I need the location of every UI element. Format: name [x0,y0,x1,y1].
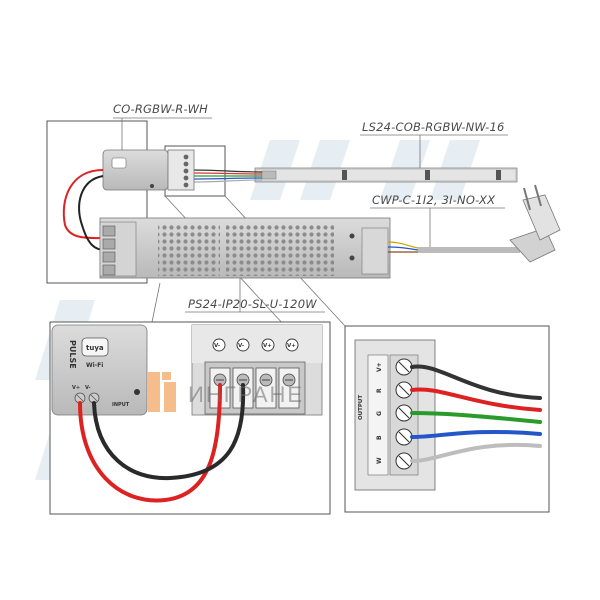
output-title: OUTPUT [358,395,364,420]
output-pin-r: R [376,388,383,393]
psu-terminal-label-2: V- [238,343,244,349]
power-supply-mini [99,217,391,279]
label-strip: LS24-COB-RGBW-NW-16 [362,120,505,134]
psu-terminal-label-4: V+ [287,343,296,349]
plug [509,184,561,263]
controller-frame [46,120,148,284]
tuya-logo-text: tuya [86,344,104,352]
detail-output-wires [410,364,542,463]
label-controller: CO-RGBW-R-WH [113,102,208,116]
output-pin-w: W [376,457,383,464]
vminus-text: V- [85,385,91,391]
psu-terminal-block [191,324,323,416]
psu-terminal-label-1: V- [214,343,220,349]
input-text: INPUT [112,402,130,408]
watermark-logo [148,372,176,412]
detail-input-wires [78,383,246,503]
wifi-text: Wi-Fi [86,362,103,369]
output-pin-g: G [376,411,383,416]
led-strip [254,167,518,183]
controller-mini [102,149,195,191]
watermark-text: ИНГРАНЕ [188,382,304,407]
strip-wires [191,169,263,183]
psu-terminal-label-3: V+ [263,343,272,349]
brand-text: PULSE [68,340,77,369]
mini-input-wires [62,169,106,251]
label-psu: PS24-IP20-SL-U-120W [188,297,317,311]
vplus-text: V+ [72,385,80,391]
label-cable: CWP-C-1I2, 3I-NO-XX [372,193,496,207]
controller-detail [51,324,148,416]
mains-cable [387,241,520,253]
output-pin-vplus: V+ [376,362,383,372]
output-pin-b: B [376,435,383,440]
